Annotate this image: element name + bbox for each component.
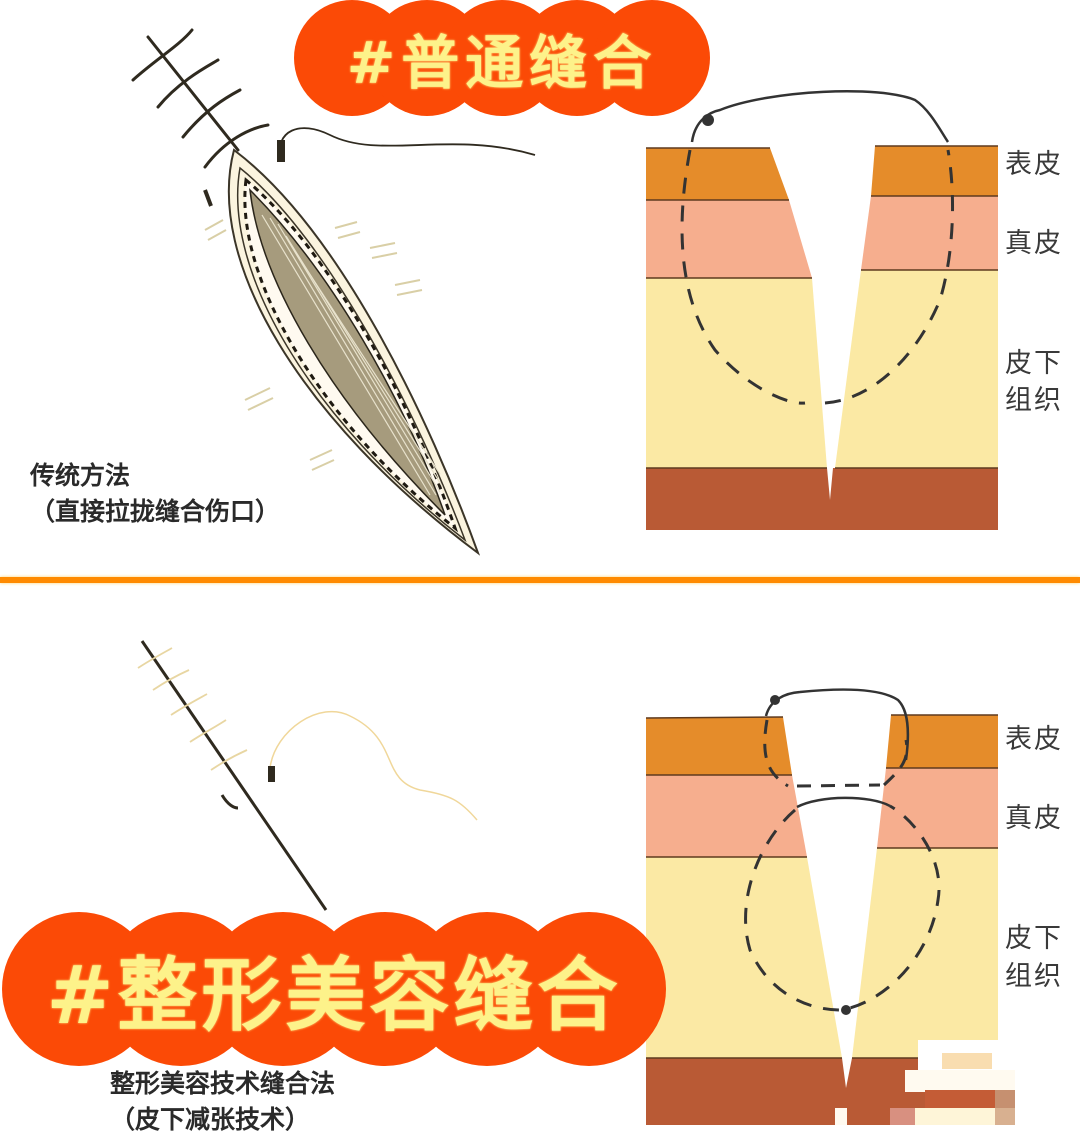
caption-title: 传统方法: [30, 461, 131, 490]
cosmetic-suture-banner: #整形美容缝合: [2, 912, 666, 1066]
top-skin-cross-section: [646, 90, 998, 530]
label-subcutaneous-1: 皮下: [1005, 348, 1063, 379]
caption-subtitle: （皮下减张技术）: [110, 1105, 311, 1134]
banner-bubbles: [294, 0, 710, 116]
label-dermis: 真皮: [1005, 803, 1063, 834]
banner-title: #整形美容缝合: [46, 949, 622, 1042]
cosmetic-incision-illustration: [137, 640, 478, 911]
mosaic-watermark: [835, 1040, 1015, 1125]
label-subcutaneous-2: 组织: [1005, 961, 1063, 992]
traditional-wound-illustration: [131, 28, 536, 556]
label-subcutaneous-2: 组织: [1005, 385, 1063, 416]
caption-subtitle: （直接拉拢缝合伤口）: [30, 497, 281, 526]
normal-suture-banner: #普通缝合: [294, 0, 710, 116]
section-divider: [0, 577, 1080, 583]
label-dermis: 真皮: [1005, 228, 1063, 259]
label-subcutaneous-1: 皮下: [1005, 923, 1063, 954]
banner-bubbles: [2, 912, 666, 1066]
caption-title: 整形美容技术缝合法: [110, 1069, 336, 1098]
label-epidermis: 表皮: [1005, 149, 1063, 180]
banner-title: #普通缝合: [346, 29, 658, 97]
cosmetic-method-caption: 整形美容技术缝合法 （皮下减张技术）: [110, 1066, 335, 1138]
traditional-method-caption: 传统方法 （直接拉拢缝合伤口）: [30, 458, 280, 530]
label-epidermis: 表皮: [1005, 724, 1063, 755]
